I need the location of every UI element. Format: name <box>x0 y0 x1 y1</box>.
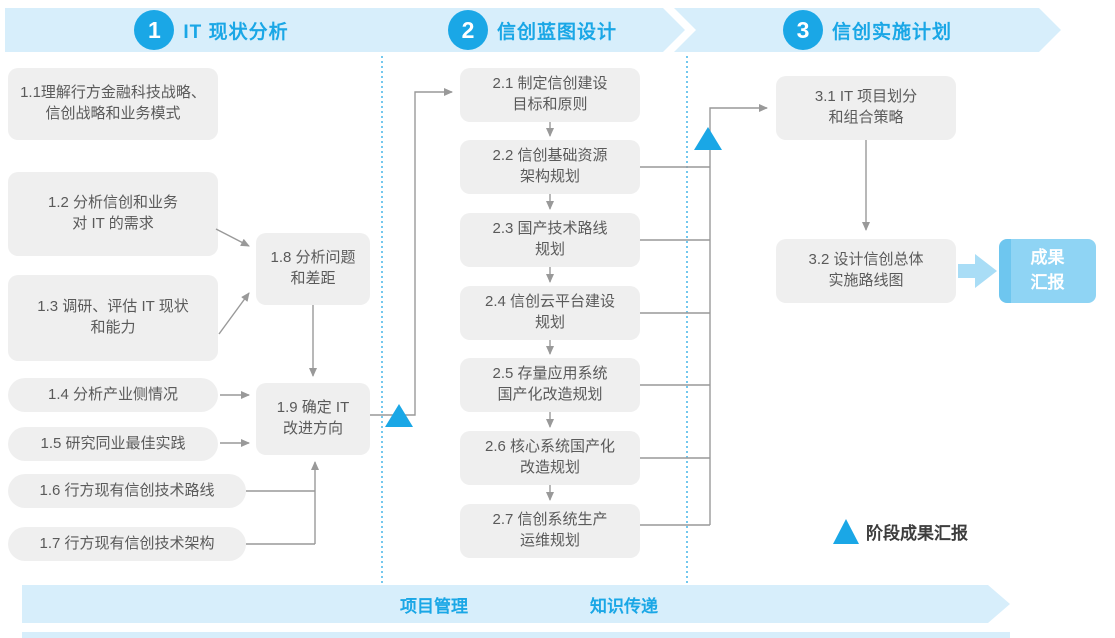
task-box-2-3: 2.3 国产技术路线 规划 <box>460 213 640 267</box>
result-report-box: 成果 汇报 <box>999 239 1096 303</box>
phase-title-3: 信创实施计划 <box>831 21 952 43</box>
phase-number-badge-3: 3 <box>783 10 823 50</box>
phase-banner-1: 1 IT 现状分析 <box>5 8 404 52</box>
phase-number-badge-2: 2 <box>448 10 488 50</box>
phase-banner-3: 3 信创实施计划 <box>674 8 1061 52</box>
task-box-1-6: 1.6 行方现有信创技术路线 <box>8 474 246 508</box>
task-box-2-7: 2.7 信创系统生产 运维规划 <box>460 504 640 558</box>
phase-banner-2: 2 信创蓝图设计 <box>380 8 685 52</box>
task-box-1-7: 1.7 行方现有信创技术架构 <box>8 527 246 561</box>
task-box-2-2: 2.2 信创基础资源 架构规划 <box>460 140 640 194</box>
footer-banner <box>22 585 1010 623</box>
task-box-2-6: 2.6 核心系统国产化 改造规划 <box>460 431 640 485</box>
task-box-1-1: 1.1理解行方金融科技战略、 信创战略和业务模式 <box>8 68 218 140</box>
footer-label-knowledge-transfer: 知识传递 <box>590 596 658 616</box>
legend-triangle-icon <box>833 519 859 544</box>
footer-label-project-management: 项目管理 <box>400 596 468 616</box>
task-box-3-1: 3.1 IT 项目划分 和组合策略 <box>776 76 956 140</box>
phase-title-2: 信创蓝图设计 <box>496 21 617 43</box>
task-box-3-2: 3.2 设计信创总体 实施路线图 <box>776 239 956 303</box>
task-box-2-4: 2.4 信创云平台建设 规划 <box>460 286 640 340</box>
block-arrow-icon <box>958 254 997 288</box>
task-box-2-5: 2.5 存量应用系统 国产化改造规划 <box>460 358 640 412</box>
phase-title-1: IT 现状分析 <box>183 21 289 43</box>
task-box-1-4: 1.4 分析产业侧情况 <box>8 378 218 412</box>
task-box-1-9: 1.9 确定 IT 改进方向 <box>256 383 370 455</box>
milestone-triangle-phase1 <box>385 404 413 427</box>
task-box-2-1: 2.1 制定信创建设 目标和原则 <box>460 68 640 122</box>
task-box-1-2: 1.2 分析信创和业务 对 IT 的需求 <box>8 172 218 256</box>
milestone-triangle-phase2 <box>694 127 722 150</box>
task-box-1-5: 1.5 研究同业最佳实践 <box>8 427 218 461</box>
phase-number-badge-1: 1 <box>134 10 174 50</box>
task-box-1-8: 1.8 分析问题 和差距 <box>256 233 370 305</box>
task-box-1-3: 1.3 调研、评估 IT 现状 和能力 <box>8 275 218 361</box>
legend-label: 阶段成果汇报 <box>866 524 968 543</box>
bottom-edge-strip <box>22 632 1010 638</box>
